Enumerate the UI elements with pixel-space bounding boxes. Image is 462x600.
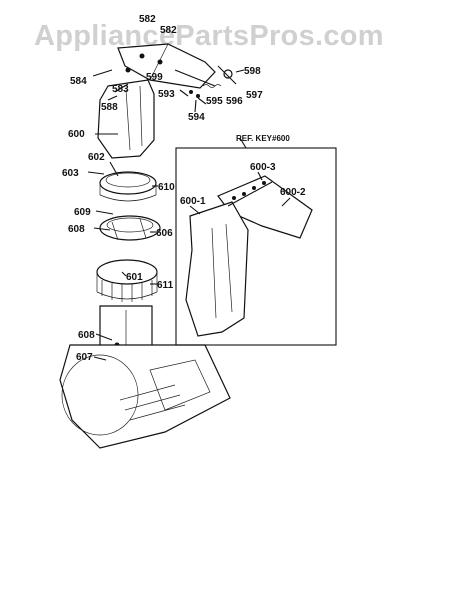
reference-inset: REF. KEY#600 — [175, 134, 337, 346]
label-608: 608 — [78, 330, 95, 341]
discharge-chute — [97, 79, 155, 159]
label-609: 609 — [74, 207, 91, 218]
label-588: 588 — [101, 102, 118, 113]
chute-ring-lower — [96, 259, 158, 302]
leader-lines — [87, 69, 245, 361]
label-582: 582 — [139, 14, 156, 25]
label-583: 583 — [112, 84, 129, 95]
part-labels: 582 582 584 583 599 598 593 595 596 597 … — [62, 14, 306, 363]
label-611: 611 — [157, 280, 174, 291]
label-602: 602 — [88, 152, 105, 163]
chute-ring-upper — [99, 171, 157, 202]
label-594: 594 — [188, 112, 205, 123]
label-593: 593 — [158, 89, 175, 100]
label-597: 597 — [246, 90, 263, 101]
label-595: 595 — [206, 96, 223, 107]
label-596: 596 — [226, 96, 243, 107]
label-599: 599 — [146, 72, 163, 83]
auger-housing — [59, 344, 231, 449]
watermark-text: AppliancePartsPros.com — [34, 20, 384, 52]
label-600-1: 600-1 — [180, 196, 206, 207]
chute-ring-middle — [99, 215, 161, 241]
label-600: 600 — [68, 129, 85, 140]
label-601: 601 — [126, 272, 143, 283]
label-608: 608 — [68, 224, 85, 235]
label-606: 606 — [156, 228, 173, 239]
label-603: 603 — [62, 168, 79, 179]
label-607: 607 — [76, 352, 93, 363]
inset-title: REF. KEY#600 — [236, 134, 290, 143]
label-582: 582 — [160, 25, 177, 36]
label-584: 584 — [70, 76, 87, 87]
deflector-assembly — [117, 43, 237, 98]
label-598: 598 — [244, 66, 261, 77]
label-600-2: 600-2 — [280, 187, 306, 198]
label-600-3: 600-3 — [250, 162, 276, 173]
label-610: 610 — [158, 182, 175, 193]
